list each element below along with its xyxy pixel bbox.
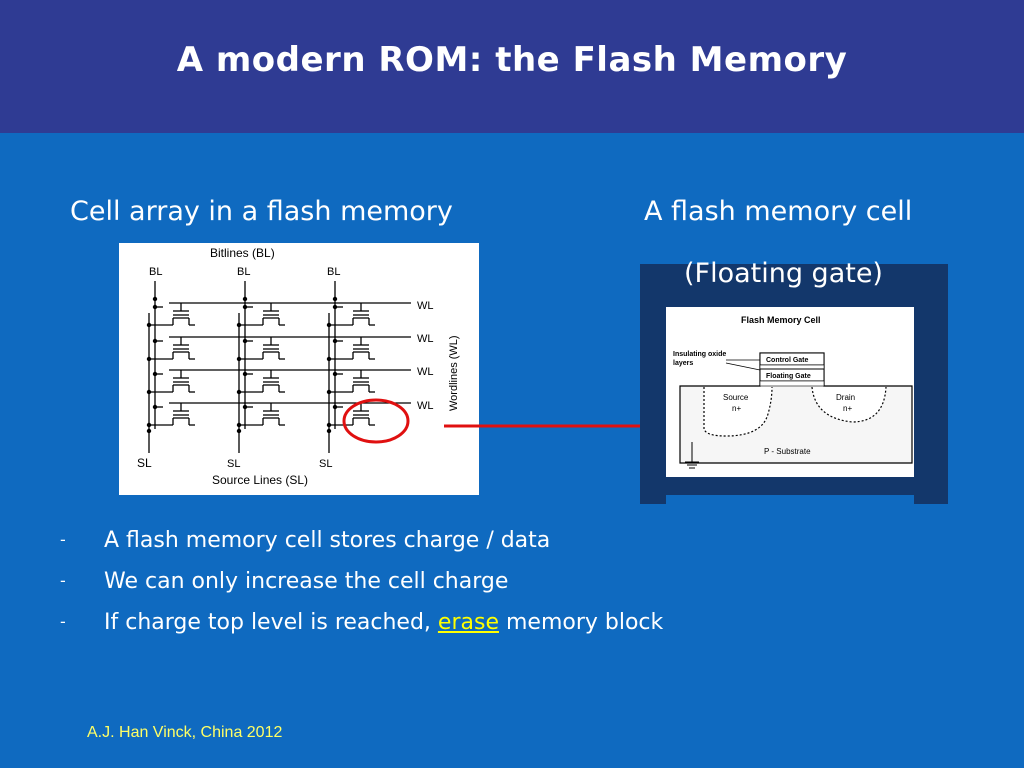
bullet-text: We can only increase the cell charge: [104, 569, 509, 594]
oxide-layer-lower: [759, 380, 825, 387]
junction-dot: [242, 404, 248, 410]
drain-doping: n+: [843, 404, 852, 413]
wl-label-4: WL: [417, 400, 434, 412]
junction-dot: [152, 338, 158, 344]
junction-dot: [326, 428, 332, 434]
ground-icon: [685, 442, 699, 469]
footer-credit: A.J. Han Vinck, China 2012: [87, 724, 283, 741]
pointer-arrow: [444, 420, 666, 432]
bitlines-label: Bitlines (BL): [210, 246, 275, 260]
junction-dot: [236, 389, 242, 395]
junction-dot: [332, 296, 338, 302]
wordlines-label: Wordlines (WL): [448, 335, 460, 411]
junction-dot: [326, 356, 332, 362]
junction-dot: [332, 371, 338, 377]
junction-dot: [332, 404, 338, 410]
slide-title: A modern ROM: the Flash Memory: [176, 40, 848, 80]
junction-dot: [242, 296, 248, 302]
sl-label-3: SL: [319, 458, 332, 470]
cell-title: Flash Memory Cell: [741, 315, 821, 325]
wl-label-1: WL: [417, 300, 434, 312]
bullet-text-before: If charge top level is reached,: [104, 610, 438, 635]
junction-dot: [146, 322, 152, 328]
insulating-label-2: layers: [673, 360, 693, 367]
junction-dot: [152, 296, 158, 302]
insulating-label-1: Insulating oxide: [673, 351, 726, 358]
cell-array-background: [119, 243, 479, 495]
bl-label-1: BL: [149, 266, 162, 278]
flash-cell-heading: A flash memory cell: [644, 196, 913, 227]
callout-line-2: [725, 362, 761, 371]
floating-gate-heading: (Floating gate): [684, 258, 883, 289]
junction-dot: [146, 389, 152, 395]
highlight-circle: [342, 398, 410, 444]
junction-dot: [146, 428, 152, 434]
cell-array-heading: Cell array in a flash memory: [70, 196, 453, 227]
oxide-layer-upper: [759, 364, 825, 370]
source-region: [703, 386, 773, 437]
drain-label: Drain: [836, 393, 855, 402]
junction-dot: [152, 371, 158, 377]
substrate-label: P - Substrate: [764, 447, 811, 456]
erase-highlight: erase: [437, 610, 499, 635]
wl-label-2: WL: [417, 333, 434, 345]
junction-dot: [326, 322, 332, 328]
junction-dot: [146, 356, 152, 362]
floating-gate-label: Floating Gate: [766, 373, 811, 380]
bullet-text: If charge top level is reached, erase me…: [104, 610, 663, 635]
flash-cell-diagram: Flash Memory Cell Insulating oxide layer…: [640, 264, 948, 504]
sl-label-1: SL: [137, 456, 152, 470]
cell-array-diagram: Bitlines (BL) BL BL BL WL WL WL WL Wordl…: [119, 243, 479, 495]
source-label: Source: [723, 393, 749, 402]
junction-dot: [326, 422, 332, 428]
junction-dot: [236, 322, 242, 328]
junction-dot: [242, 338, 248, 344]
source-lines-label: Source Lines (SL): [212, 473, 308, 487]
junction-dot: [326, 389, 332, 395]
junction-dot: [332, 338, 338, 344]
junction-dot: [236, 422, 242, 428]
bullet-marker: -: [60, 571, 66, 590]
sl-label-2: SL: [227, 458, 240, 470]
junction-dot: [152, 304, 158, 310]
bl-label-3: BL: [327, 266, 340, 278]
source-doping: n+: [732, 404, 741, 413]
bullet-text: A flash memory cell stores charge / data: [104, 528, 551, 553]
bullet-text-after: memory block: [498, 610, 664, 635]
wl-label-3: WL: [417, 366, 434, 378]
junction-dot: [236, 356, 242, 362]
control-gate-label: Control Gate: [766, 357, 808, 364]
junction-dot: [236, 428, 242, 434]
drain-region: [811, 386, 887, 423]
bullet-marker: -: [60, 612, 66, 631]
title-bar: [0, 0, 1024, 133]
junction-dot: [146, 422, 152, 428]
bl-label-2: BL: [237, 266, 250, 278]
junction-dot: [332, 304, 338, 310]
bullet-marker: -: [60, 530, 66, 549]
junction-dot: [242, 304, 248, 310]
junction-dot: [152, 404, 158, 410]
junction-dot: [242, 371, 248, 377]
